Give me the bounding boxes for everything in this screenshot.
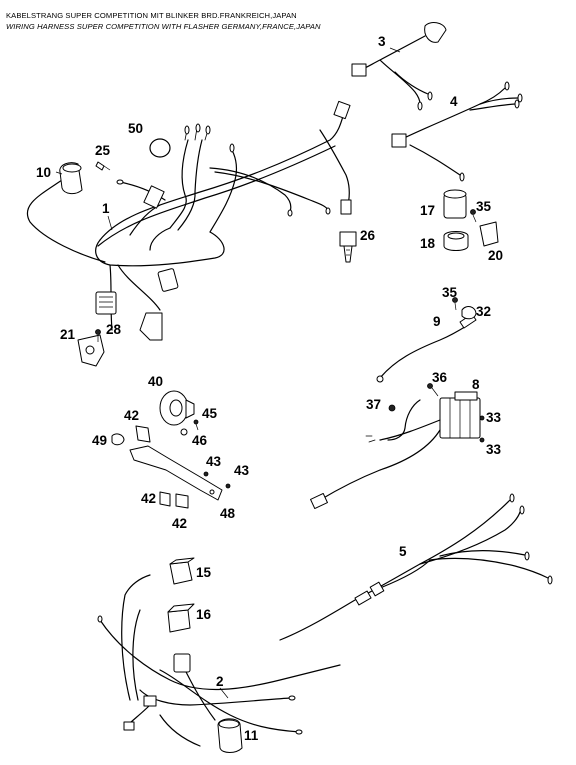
main-wiring-harness: [26, 100, 352, 341]
callout-9: 9: [433, 314, 441, 329]
bracket-21: [77, 334, 105, 367]
callout-35-upper: 35: [476, 199, 492, 214]
relay-15: [169, 557, 195, 585]
callout-37: 37: [366, 397, 381, 412]
wiring-harness-5: [279, 493, 553, 641]
screws-43: [203, 471, 231, 489]
screw-37: [388, 404, 396, 412]
callout-33-upper: 33: [486, 410, 502, 425]
regulator-leads: [310, 399, 441, 509]
bulb-25: [95, 161, 111, 171]
switch-10: [59, 162, 83, 195]
sensor-26: [339, 231, 357, 263]
screw-35-lower: [452, 297, 458, 311]
callout-2: 2: [216, 674, 224, 689]
callout-3: 3: [378, 34, 386, 49]
relay-16: [167, 603, 195, 633]
callout-45: 45: [202, 406, 218, 421]
callout-36: 36: [432, 370, 448, 385]
callout-48: 48: [220, 506, 236, 521]
callout-32: 32: [476, 304, 491, 319]
callout-18: 18: [420, 236, 436, 251]
screw-45: [193, 419, 199, 431]
bracket-48: [129, 445, 223, 501]
cable-9: [376, 313, 477, 383]
cable-tie-50: [149, 138, 171, 158]
capacitor-17: [443, 189, 467, 219]
callout-20: 20: [488, 248, 503, 263]
callout-10: 10: [36, 165, 51, 180]
callout-46: 46: [192, 433, 208, 448]
horn-40: [159, 390, 195, 426]
clip-42-upper: [135, 425, 151, 443]
clip-32: [461, 306, 477, 320]
callout-8: 8: [472, 377, 480, 392]
callout-26: 26: [360, 228, 376, 243]
callout-49: 49: [92, 433, 107, 448]
callout-17: 17: [420, 203, 435, 218]
callout-42-lower-right: 42: [172, 516, 187, 531]
holder-18: [443, 231, 469, 251]
callout-33-lower: 33: [486, 442, 502, 457]
wiring-harness-2: [97, 574, 341, 747]
wiring-harness-4: [391, 81, 523, 182]
callout-28: 28: [106, 322, 122, 337]
callout-35-lower: 35: [442, 285, 458, 300]
callout-4: 4: [450, 94, 458, 109]
callout-5: 5: [399, 544, 407, 559]
screw-28: [95, 329, 101, 342]
washer-46: [180, 428, 188, 436]
screw-36: [427, 383, 439, 397]
callout-43-left: 43: [206, 454, 222, 469]
callout-40: 40: [148, 374, 163, 389]
callout-16: 16: [196, 607, 212, 622]
nut-49: [111, 433, 125, 446]
callout-43-right: 43: [234, 463, 250, 478]
switch-11: [217, 718, 243, 753]
callout-21: 21: [60, 327, 76, 342]
callout-50: 50: [128, 121, 143, 136]
callout-1: 1: [102, 201, 110, 216]
diagram-title-english: WIRING HARNESS SUPER COMPETITION WITH FL…: [6, 22, 321, 31]
screws-33: [479, 415, 485, 443]
callout-42-lower-left: 42: [141, 491, 156, 506]
callout-11: 11: [244, 728, 259, 743]
clips-42-lower: [159, 491, 189, 509]
callout-42-upper: 42: [124, 408, 139, 423]
diagram-title-german: KABELSTRANG SUPER COMPETITION MIT BLINKE…: [6, 11, 297, 20]
callout-15: 15: [196, 565, 212, 580]
bracket-20: [479, 221, 499, 247]
callout-25: 25: [95, 143, 111, 158]
regulator-8: [439, 391, 481, 439]
wiring-harness-3: [351, 22, 447, 111]
screw-35-upper: [470, 209, 477, 223]
